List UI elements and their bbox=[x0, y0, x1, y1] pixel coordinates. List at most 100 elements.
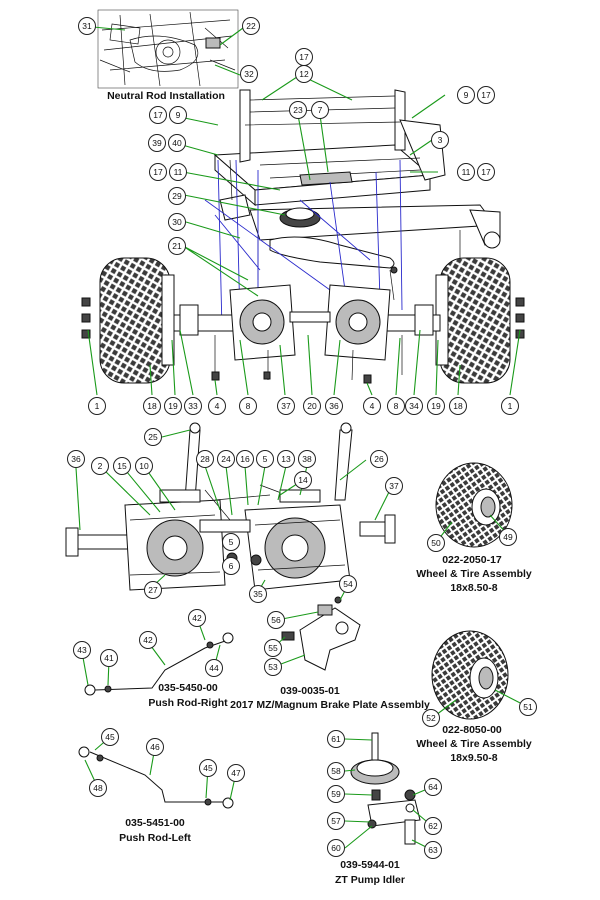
svg-text:37: 37 bbox=[389, 481, 399, 491]
svg-text:20: 20 bbox=[307, 401, 317, 411]
svg-text:3: 3 bbox=[438, 135, 443, 145]
svg-text:30: 30 bbox=[172, 217, 182, 227]
svg-text:21: 21 bbox=[172, 241, 182, 251]
svg-text:17: 17 bbox=[153, 167, 163, 177]
callout-19: 19 bbox=[164, 397, 182, 415]
wheel-00-name: Wheel & Tire Assembly bbox=[416, 738, 532, 750]
svg-text:5: 5 bbox=[263, 454, 268, 464]
svg-text:17: 17 bbox=[481, 167, 491, 177]
callout-14: 14 bbox=[294, 471, 312, 489]
callout-45: 45 bbox=[199, 759, 217, 777]
callout-33: 33 bbox=[184, 397, 202, 415]
callout-10: 10 bbox=[135, 457, 153, 475]
idler-part-number: 039-5944-01 bbox=[340, 859, 400, 871]
svg-text:26: 26 bbox=[374, 454, 384, 464]
svg-text:57: 57 bbox=[331, 816, 341, 826]
callout-11: 11 bbox=[169, 163, 187, 181]
callout-20: 20 bbox=[303, 397, 321, 415]
callout-36: 36 bbox=[325, 397, 343, 415]
svg-text:6: 6 bbox=[229, 561, 234, 571]
svg-text:12: 12 bbox=[299, 69, 309, 79]
svg-text:41: 41 bbox=[104, 653, 114, 663]
callout-49: 49 bbox=[499, 528, 517, 546]
svg-text:19: 19 bbox=[168, 401, 178, 411]
callout-5: 5 bbox=[256, 450, 274, 468]
svg-text:46: 46 bbox=[150, 742, 160, 752]
svg-text:29: 29 bbox=[172, 191, 182, 201]
callout-21: 21 bbox=[168, 237, 186, 255]
callout-26: 26 bbox=[370, 450, 388, 468]
push-left-part-number: 035-5451-00 bbox=[125, 817, 185, 829]
callout-37: 37 bbox=[385, 477, 403, 495]
callout-1: 1 bbox=[88, 397, 106, 415]
callout-64: 64 bbox=[424, 778, 442, 796]
svg-text:13: 13 bbox=[281, 454, 291, 464]
svg-text:16: 16 bbox=[240, 454, 250, 464]
svg-text:45: 45 bbox=[203, 763, 213, 773]
callout-51: 51 bbox=[519, 698, 537, 716]
svg-text:38: 38 bbox=[302, 454, 312, 464]
callout-29: 29 bbox=[168, 187, 186, 205]
callouts: 31 22 32 17 12 9 17 17 9 23 7 3 39 40 17… bbox=[67, 17, 537, 859]
callout-41: 41 bbox=[100, 649, 118, 667]
callout-4: 4 bbox=[208, 397, 226, 415]
neutral-rod-caption: Neutral Rod Installation bbox=[107, 90, 225, 102]
svg-text:23: 23 bbox=[293, 105, 303, 115]
push-right-part-number: 035-5450-00 bbox=[158, 682, 218, 694]
callout-35: 35 bbox=[249, 585, 267, 603]
svg-text:60: 60 bbox=[331, 843, 341, 853]
wheel-tire-18x950: 022-8050-00 Wheel & Tire Assembly 18x9.5… bbox=[416, 630, 532, 764]
callout-22: 22 bbox=[242, 17, 260, 35]
brake-plate-assembly: 039-0035-01 2017 MZ/Magnum Brake Plate A… bbox=[230, 596, 430, 711]
svg-text:36: 36 bbox=[71, 454, 81, 464]
callout-24: 24 bbox=[217, 450, 235, 468]
wheel-17-name: Wheel & Tire Assembly bbox=[416, 568, 532, 580]
svg-text:28: 28 bbox=[200, 454, 210, 464]
callout-31: 31 bbox=[78, 17, 96, 35]
callout-6: 6 bbox=[222, 557, 240, 575]
callout-19: 19 bbox=[427, 397, 445, 415]
svg-text:56: 56 bbox=[271, 615, 281, 625]
callout-3: 3 bbox=[431, 131, 449, 149]
zt-pump-idler: 039-5944-01 ZT Pump Idler bbox=[335, 732, 421, 886]
svg-text:35: 35 bbox=[253, 589, 263, 599]
push-left-name: Push Rod-Left bbox=[119, 832, 191, 844]
svg-text:54: 54 bbox=[343, 579, 353, 589]
svg-text:17: 17 bbox=[481, 90, 491, 100]
callout-39: 39 bbox=[148, 134, 166, 152]
callout-42: 42 bbox=[139, 631, 157, 649]
callout-9: 9 bbox=[169, 106, 187, 124]
svg-text:52: 52 bbox=[426, 713, 436, 723]
callout-56: 56 bbox=[267, 611, 285, 629]
callout-2: 2 bbox=[91, 457, 109, 475]
svg-text:58: 58 bbox=[331, 766, 341, 776]
svg-text:17: 17 bbox=[299, 52, 309, 62]
svg-text:43: 43 bbox=[77, 645, 87, 655]
svg-text:9: 9 bbox=[464, 90, 469, 100]
svg-text:9: 9 bbox=[176, 110, 181, 120]
svg-text:2: 2 bbox=[98, 461, 103, 471]
transaxle-assembly-detail bbox=[65, 422, 396, 591]
callout-15: 15 bbox=[113, 457, 131, 475]
right-rear-tire bbox=[435, 257, 511, 384]
callout-8: 8 bbox=[239, 397, 257, 415]
callout-17: 17 bbox=[149, 106, 167, 124]
svg-text:61: 61 bbox=[331, 734, 341, 744]
callout-43: 43 bbox=[73, 641, 91, 659]
svg-text:19: 19 bbox=[431, 401, 441, 411]
svg-text:42: 42 bbox=[143, 635, 153, 645]
svg-text:8: 8 bbox=[246, 401, 251, 411]
callout-28: 28 bbox=[196, 450, 214, 468]
svg-text:40: 40 bbox=[172, 138, 182, 148]
svg-text:22: 22 bbox=[246, 21, 256, 31]
callout-30: 30 bbox=[168, 213, 186, 231]
svg-text:55: 55 bbox=[268, 643, 278, 653]
svg-text:1: 1 bbox=[95, 401, 100, 411]
callout-12: 12 bbox=[295, 65, 313, 83]
callout-25: 25 bbox=[144, 428, 162, 446]
svg-text:64: 64 bbox=[428, 782, 438, 792]
svg-text:1: 1 bbox=[508, 401, 513, 411]
callout-59: 59 bbox=[327, 785, 345, 803]
svg-text:4: 4 bbox=[370, 401, 375, 411]
callout-40: 40 bbox=[168, 134, 186, 152]
